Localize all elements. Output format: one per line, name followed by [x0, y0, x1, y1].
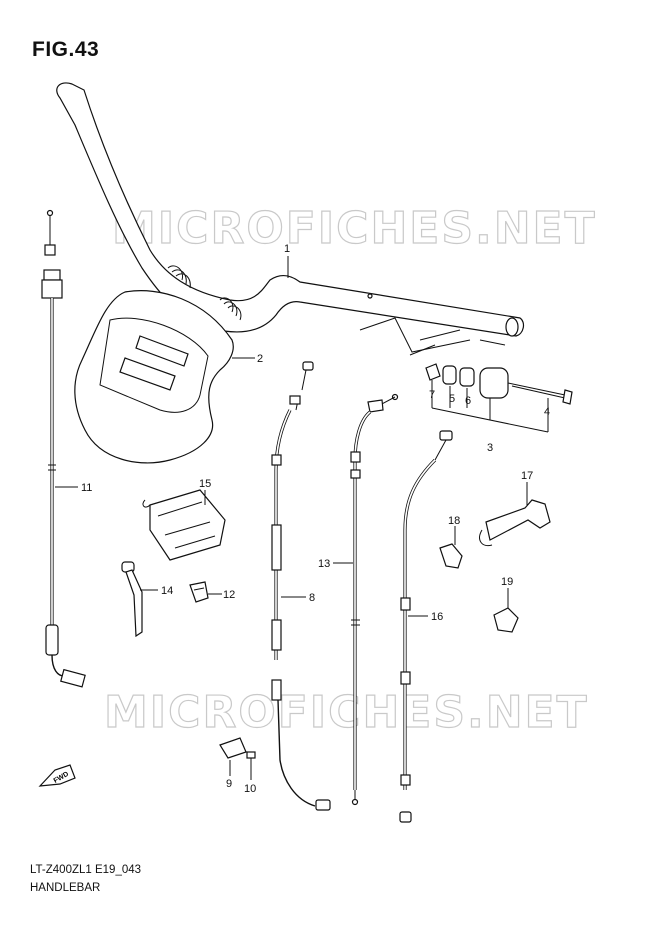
callout-12: 12 — [223, 589, 235, 601]
callout-3: 3 — [487, 442, 493, 454]
clip-part-19[interactable] — [493, 607, 519, 633]
handlebar-part[interactable] — [56, 82, 525, 356]
figure-name: HANDLEBAR — [30, 882, 101, 894]
cable-strap-part[interactable] — [121, 561, 143, 638]
callout-16: 16 — [431, 611, 443, 623]
handlebar-cover-part[interactable] — [74, 290, 234, 464]
forward-direction-arrow: FWD — [38, 764, 76, 787]
bolt-part-7[interactable] — [425, 363, 441, 381]
bar-end-assembly — [425, 363, 573, 405]
callout-15: 15 — [199, 478, 211, 490]
clip-part-18[interactable] — [439, 543, 463, 569]
callout-9: 9 — [226, 778, 232, 790]
callout-7: 7 — [429, 389, 435, 401]
callout-1: 1 — [284, 243, 290, 255]
callout-13: 13 — [318, 558, 330, 570]
callout-6: 6 — [465, 395, 471, 407]
lever-bracket-part[interactable] — [479, 499, 551, 547]
callout-19: 19 — [501, 576, 513, 588]
model-code: LT-Z400ZL1 E19_043 — [30, 864, 142, 876]
small-clip-part[interactable] — [189, 581, 209, 603]
watermark-bottom: MICROFICHES.NET — [104, 687, 589, 738]
callout-2: 2 — [257, 353, 263, 365]
spacer-part-6[interactable] — [459, 367, 475, 387]
clamp-bracket-part[interactable] — [142, 489, 226, 561]
leader-3-4 — [431, 398, 549, 433]
bar-end-screw-part-4[interactable] — [507, 382, 573, 405]
callout-10: 10 — [244, 783, 256, 795]
throttle-cable-part[interactable] — [41, 209, 86, 688]
callout-18: 18 — [448, 515, 460, 527]
bar-end-weight-part-3[interactable] — [479, 367, 509, 399]
switch-part[interactable] — [219, 737, 247, 759]
callout-11: 11 — [81, 482, 92, 494]
callout-14: 14 — [161, 585, 173, 597]
spacer-part-5[interactable] — [442, 365, 457, 385]
choke-cable-part[interactable] — [399, 430, 453, 823]
brake-cable-part[interactable] — [350, 393, 399, 806]
callout-4: 4 — [544, 406, 550, 418]
callout-8: 8 — [309, 592, 315, 604]
watermark-top: MICROFICHES.NET — [112, 203, 597, 254]
callout-17: 17 — [521, 470, 533, 482]
callout-5: 5 — [449, 393, 455, 405]
figure-title: FIG.43 — [32, 38, 100, 61]
clutch-cable-part[interactable] — [271, 361, 331, 811]
screw-part[interactable] — [246, 751, 256, 770]
